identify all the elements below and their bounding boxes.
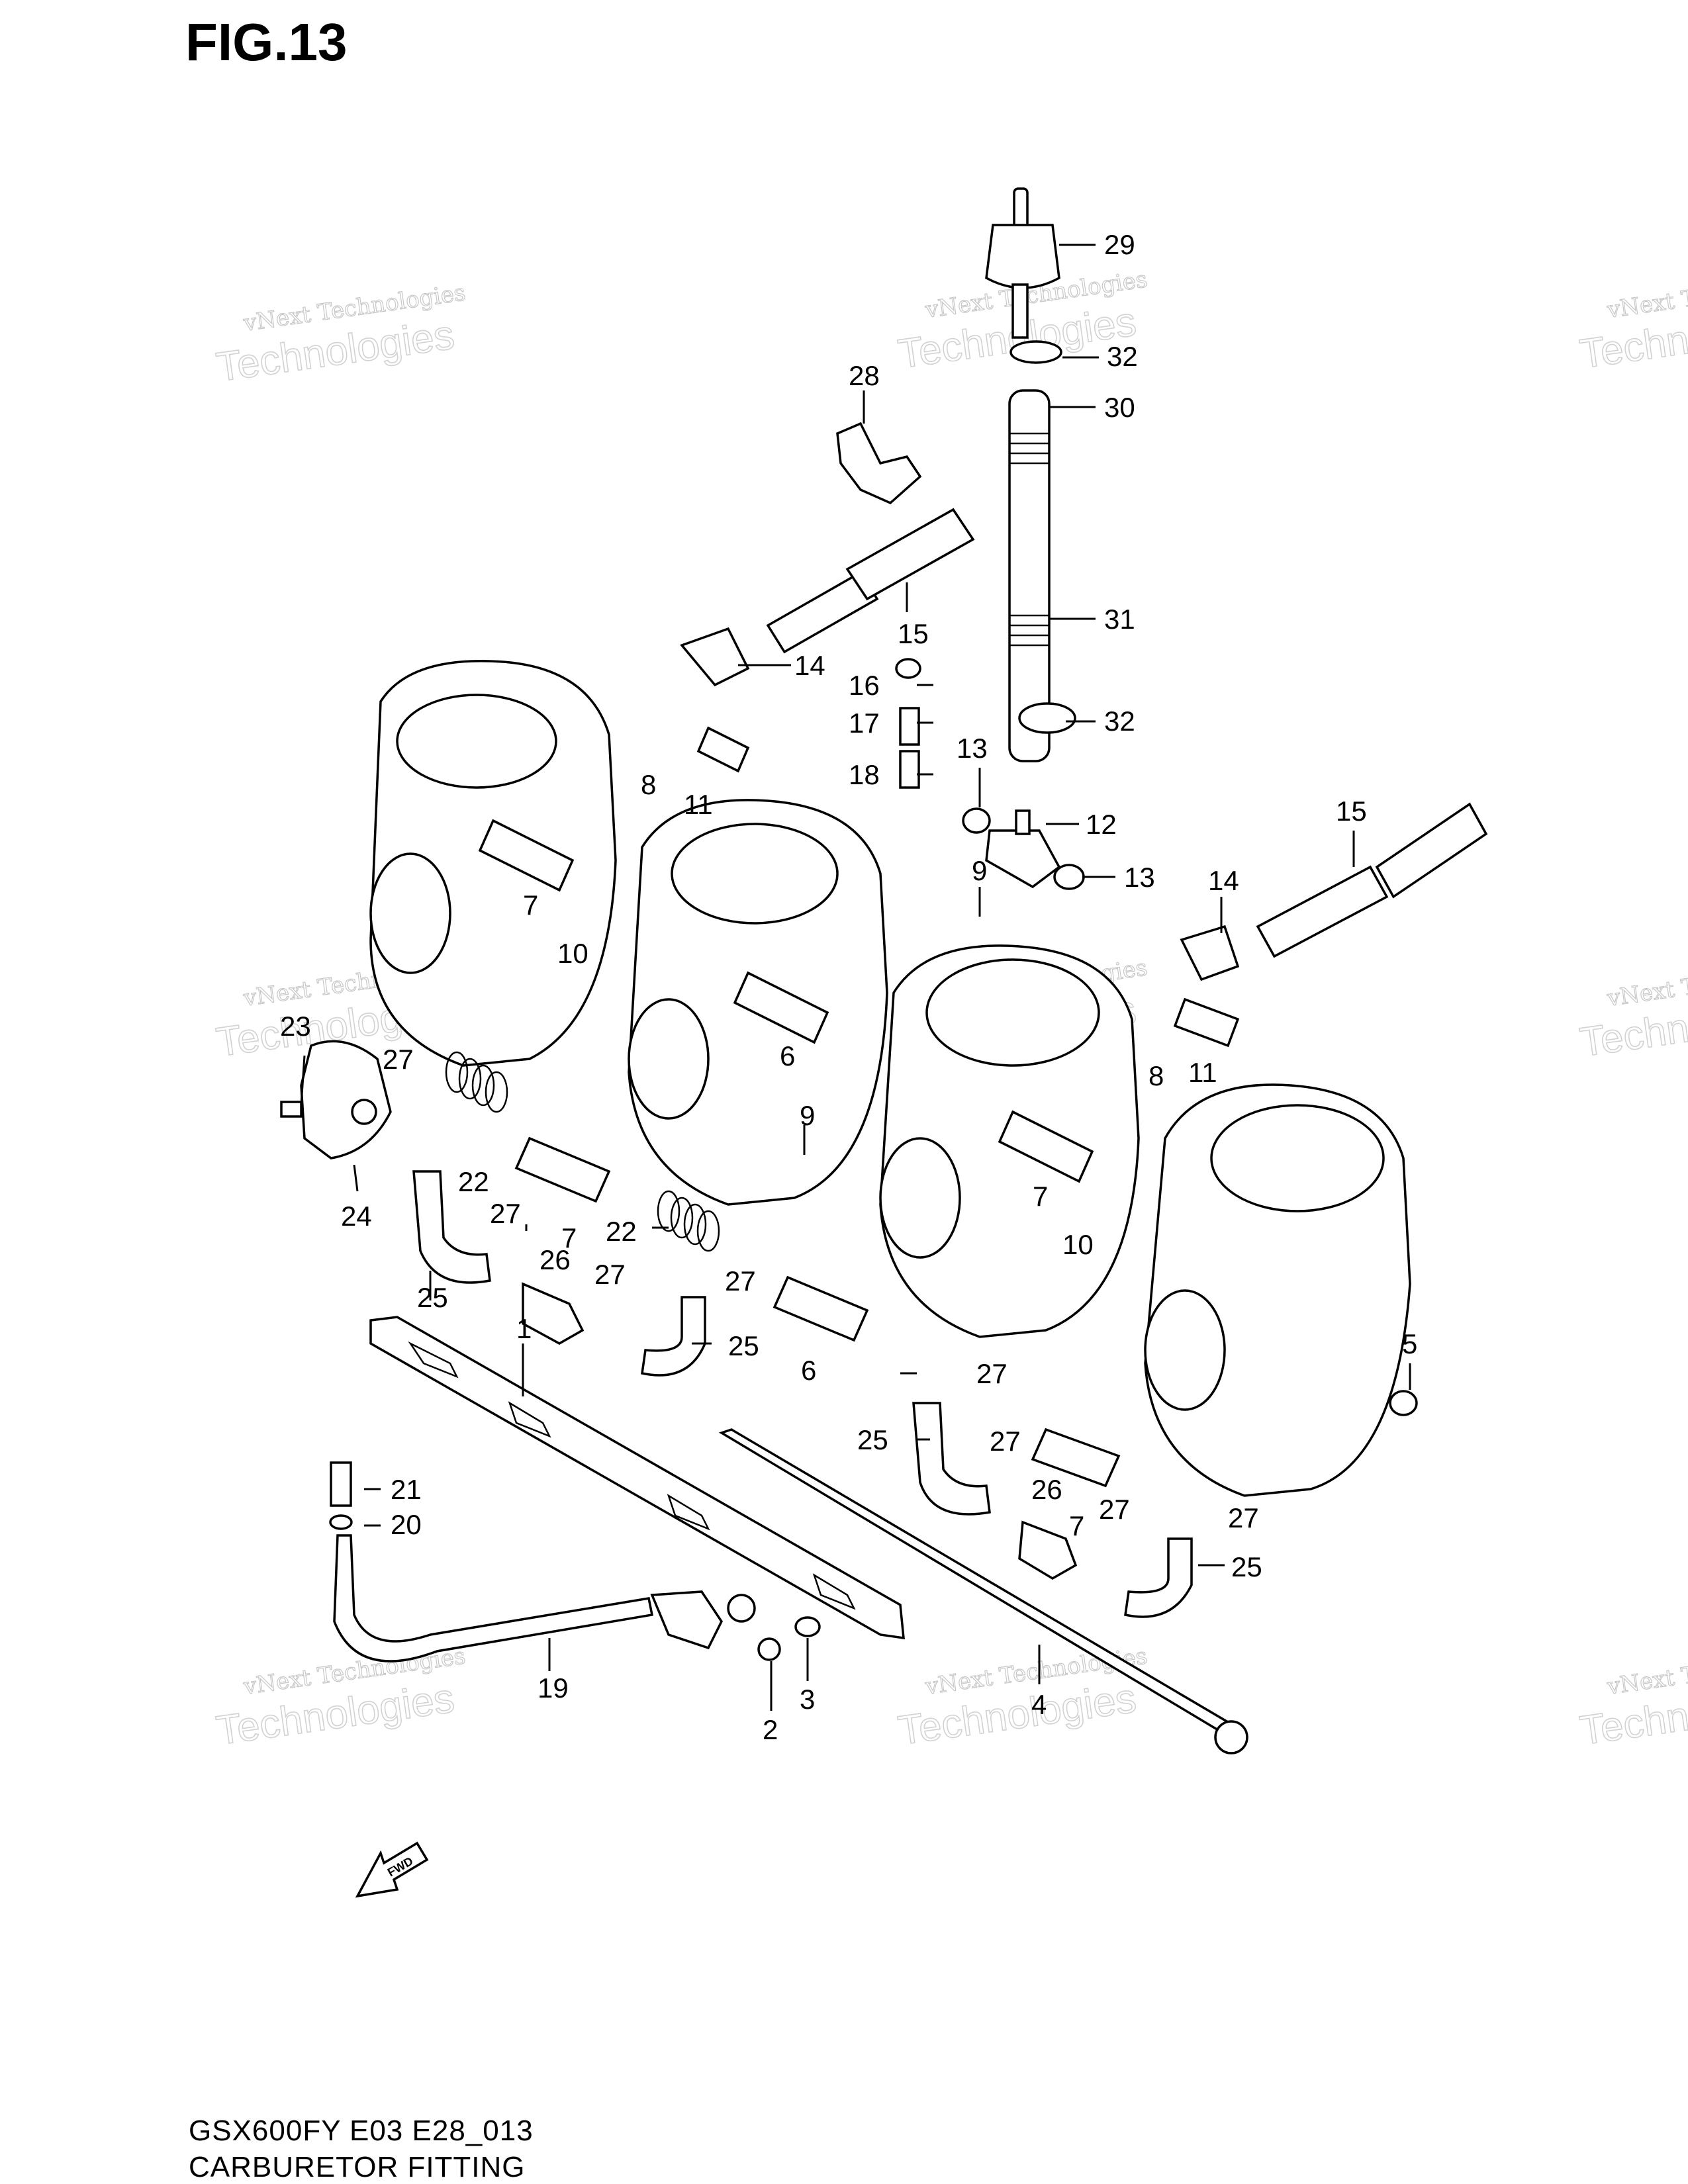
watermark-3: vNext Technologies Technologies bbox=[1577, 266, 1688, 378]
long-bolt-4 bbox=[718, 1428, 1248, 1754]
callout: 32 bbox=[1104, 705, 1135, 737]
callout: 16 bbox=[849, 670, 880, 701]
carburetor-4 bbox=[1144, 1083, 1411, 1497]
model-code: GSX600FY E03 E28_013 bbox=[189, 2115, 534, 2147]
callout: 22 bbox=[606, 1216, 637, 1247]
callout: 7 bbox=[523, 889, 538, 921]
callout: 3 bbox=[800, 1684, 815, 1715]
callout: 15 bbox=[898, 618, 929, 649]
callout: 27 bbox=[383, 1044, 414, 1075]
figure-title: FIG.13 bbox=[185, 13, 348, 71]
callout: 1 bbox=[516, 1313, 532, 1344]
callout: 6 bbox=[801, 1355, 816, 1386]
callout: 27 bbox=[594, 1259, 626, 1290]
callout: 12 bbox=[1086, 809, 1117, 840]
leader-lines bbox=[300, 244, 1411, 1711]
callout: 6 bbox=[780, 1040, 795, 1071]
washer-5 bbox=[1389, 1390, 1418, 1416]
hose-19 bbox=[333, 1534, 756, 1662]
watermark-1: vNext Technologies Technologies bbox=[213, 279, 468, 391]
callout: 11 bbox=[1188, 1057, 1217, 1088]
throttle-position-sensor-24 bbox=[280, 1040, 392, 1160]
callout: 13 bbox=[957, 733, 988, 764]
fuel-filter-assembly bbox=[985, 187, 1076, 762]
callout: 18 bbox=[849, 759, 880, 790]
callout: 23 bbox=[280, 1011, 311, 1042]
callout: 15 bbox=[1336, 796, 1367, 827]
callout: 2 bbox=[763, 1714, 778, 1745]
callout: 27 bbox=[1228, 1502, 1259, 1533]
callout: 14 bbox=[794, 650, 825, 681]
fwd-arrow: FWD bbox=[355, 1841, 429, 1898]
watermark-text: vNext Technologies bbox=[1605, 266, 1688, 324]
watermark-9: vNext Technologies Technologies bbox=[1577, 1643, 1688, 1754]
callout: 4 bbox=[1031, 1689, 1047, 1720]
callout: 27 bbox=[725, 1265, 756, 1297]
springs-22 bbox=[445, 1051, 720, 1252]
callout-group: 29 32 28 30 15 31 14 16 17 32 18 13 11 8… bbox=[280, 229, 1417, 1745]
callout: 17 bbox=[849, 707, 880, 739]
hose-15-right bbox=[1180, 802, 1488, 981]
callout: 14 bbox=[1208, 865, 1239, 896]
callout: 11 bbox=[684, 789, 713, 820]
callout: 28 bbox=[849, 360, 880, 391]
callout: 25 bbox=[857, 1424, 888, 1455]
callout: 25 bbox=[1231, 1551, 1262, 1582]
callout: 27 bbox=[976, 1358, 1008, 1389]
hose-15-upper bbox=[680, 508, 975, 687]
callout: 10 bbox=[1062, 1229, 1094, 1260]
watermark-text: vNext Technologies bbox=[1605, 1643, 1688, 1700]
t-joint-12 bbox=[962, 807, 1085, 890]
callout: 21 bbox=[391, 1474, 422, 1505]
screw-spring-set bbox=[895, 658, 921, 789]
watermark-6: vNext Technologies Technologies bbox=[1577, 954, 1688, 1066]
joints-26 bbox=[522, 1282, 1078, 1580]
elbow-hoses-25 bbox=[412, 1170, 1193, 1618]
carburetor-bank bbox=[369, 660, 1411, 1497]
bracket-1 bbox=[369, 1316, 905, 1640]
callout: 26 bbox=[1031, 1474, 1062, 1505]
callout: 24 bbox=[341, 1201, 372, 1232]
callout: 7 bbox=[1069, 1510, 1084, 1541]
callout: 22 bbox=[458, 1166, 489, 1197]
callout: 29 bbox=[1104, 229, 1135, 260]
callout: 7 bbox=[561, 1222, 577, 1253]
callout: 27 bbox=[1099, 1494, 1130, 1525]
callout: 32 bbox=[1107, 341, 1138, 372]
connector-tubes bbox=[478, 726, 1240, 1488]
callout: 25 bbox=[728, 1330, 759, 1361]
callout: 20 bbox=[391, 1509, 422, 1540]
callout: 9 bbox=[972, 855, 987, 886]
watermark-text: vNext Technologies bbox=[1605, 954, 1688, 1012]
callout: 26 bbox=[539, 1244, 571, 1275]
section-name: CARBURETOR FITTING bbox=[189, 2151, 526, 2183]
spring-21-washer-20 bbox=[329, 1461, 353, 1530]
callout: 7 bbox=[1033, 1181, 1048, 1212]
callout: 5 bbox=[1402, 1328, 1417, 1359]
bolt-2-washer-3 bbox=[757, 1616, 821, 1661]
callout: 10 bbox=[557, 938, 588, 969]
callout: 19 bbox=[538, 1672, 569, 1704]
callout: 8 bbox=[1149, 1060, 1164, 1091]
callout: 31 bbox=[1104, 604, 1135, 635]
clip-28 bbox=[836, 422, 922, 505]
callout: 13 bbox=[1124, 862, 1155, 893]
callout: 27 bbox=[490, 1198, 521, 1229]
callout: 25 bbox=[417, 1282, 448, 1313]
callout: 30 bbox=[1104, 392, 1135, 423]
watermark-7: vNext Technologies Technologies bbox=[213, 1643, 468, 1754]
carburetor-1 bbox=[369, 660, 617, 1067]
callout: 8 bbox=[641, 769, 656, 800]
callout: 27 bbox=[990, 1426, 1021, 1457]
callout: 9 bbox=[800, 1100, 815, 1131]
